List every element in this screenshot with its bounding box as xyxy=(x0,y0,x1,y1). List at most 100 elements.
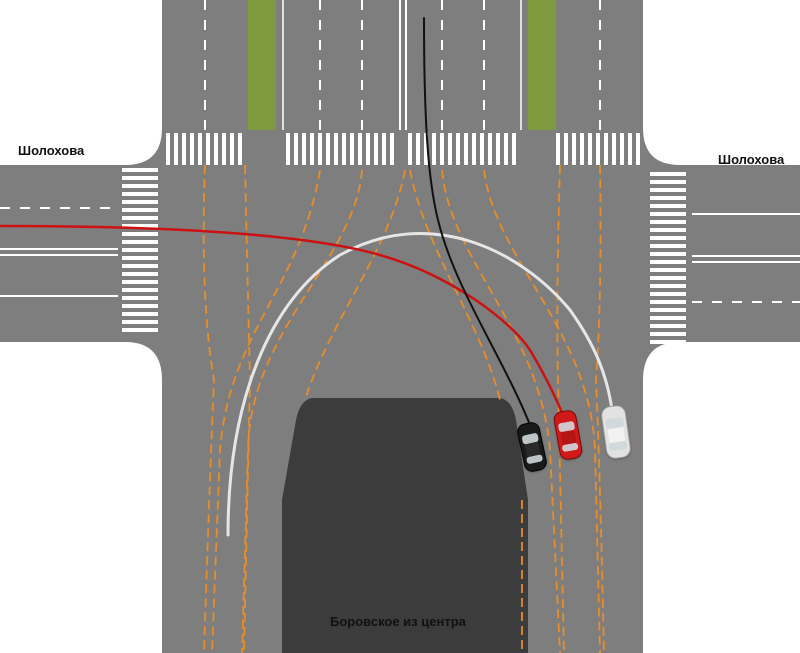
crosswalk-stripe xyxy=(512,133,516,165)
dark-approach-zone xyxy=(282,398,528,653)
crosswalk-stripe xyxy=(650,292,686,296)
crosswalk-stripe xyxy=(650,276,686,280)
crosswalk-stripe xyxy=(390,133,394,165)
street-label-right: Шолохова xyxy=(718,152,785,167)
crosswalk-stripe xyxy=(496,133,500,165)
crosswalk-stripe xyxy=(350,133,354,165)
crosswalk-stripe xyxy=(612,133,616,165)
crosswalk-stripe xyxy=(238,133,242,165)
crosswalk-stripe xyxy=(650,300,686,304)
crosswalk-stripe xyxy=(294,133,298,165)
crosswalk-stripe xyxy=(214,133,218,165)
crosswalk-stripe xyxy=(190,133,194,165)
crosswalk-stripe xyxy=(596,133,600,165)
crosswalk-stripe xyxy=(650,324,686,328)
crosswalk-stripe xyxy=(122,264,158,268)
crosswalk-stripe xyxy=(166,133,170,165)
crosswalk-stripe xyxy=(122,184,158,188)
crosswalk-east xyxy=(650,172,686,344)
crosswalk-stripe xyxy=(122,248,158,252)
crosswalk-stripe xyxy=(122,240,158,244)
crosswalk-stripe xyxy=(122,208,158,212)
crosswalk-stripe xyxy=(198,133,202,165)
crosswalk-stripe xyxy=(122,328,158,332)
crosswalk-stripe xyxy=(358,133,362,165)
crosswalk-stripe xyxy=(366,133,370,165)
approach-label: Боровское из центра xyxy=(330,614,466,629)
crosswalk-north xyxy=(166,133,640,165)
black-car xyxy=(517,422,547,473)
crosswalk-stripe xyxy=(650,284,686,288)
red-car xyxy=(553,410,583,461)
crosswalk-stripe xyxy=(206,133,210,165)
crosswalk-stripe xyxy=(650,196,686,200)
crosswalk-stripe xyxy=(564,133,568,165)
crosswalk-stripe xyxy=(326,133,330,165)
crosswalk-stripe xyxy=(628,133,632,165)
crosswalk-stripe xyxy=(650,244,686,248)
crosswalk-stripe xyxy=(650,172,686,176)
crosswalk-stripe xyxy=(416,133,420,165)
crosswalk-stripe xyxy=(122,272,158,276)
crosswalk-stripe xyxy=(604,133,608,165)
crosswalk-stripe xyxy=(122,304,158,308)
path-white xyxy=(226,232,614,537)
crosswalk-stripe xyxy=(318,133,322,165)
crosswalk-stripe xyxy=(588,133,592,165)
street-label-left: Шолохова xyxy=(18,143,85,158)
crosswalk-stripe xyxy=(286,133,290,165)
crosswalk-stripe xyxy=(650,340,686,344)
crosswalk-stripe xyxy=(650,260,686,264)
crosswalk-stripe xyxy=(650,204,686,208)
crosswalk-stripe xyxy=(650,316,686,320)
crosswalk-stripe xyxy=(122,168,158,172)
crosswalk-stripe xyxy=(650,268,686,272)
crosswalk-stripe xyxy=(480,133,484,165)
crosswalk-stripe xyxy=(440,133,444,165)
crosswalk-stripe xyxy=(636,133,640,165)
crosswalk-stripe xyxy=(310,133,314,165)
crosswalk-stripe xyxy=(302,133,306,165)
crosswalk-stripe xyxy=(122,320,158,324)
crosswalk-stripe xyxy=(122,192,158,196)
crosswalk-stripe xyxy=(650,332,686,336)
median-left xyxy=(248,0,276,130)
crosswalk-stripe xyxy=(650,212,686,216)
crosswalk-stripe xyxy=(472,133,476,165)
crosswalk-stripe xyxy=(448,133,452,165)
crosswalk-stripe xyxy=(122,288,158,292)
crosswalk-stripe xyxy=(580,133,584,165)
crosswalk-stripe xyxy=(122,256,158,260)
crosswalk-west xyxy=(122,168,158,332)
crosswalk-stripe xyxy=(464,133,468,165)
crosswalk-stripe xyxy=(122,216,158,220)
median-right xyxy=(528,0,556,130)
crosswalk-stripe xyxy=(556,133,560,165)
crosswalk-stripe xyxy=(342,133,346,165)
crosswalk-stripe xyxy=(174,133,178,165)
crosswalk-stripe xyxy=(122,280,158,284)
crosswalk-stripe xyxy=(222,133,226,165)
crosswalk-stripe xyxy=(650,228,686,232)
crosswalk-stripe xyxy=(650,252,686,256)
crosswalk-stripe xyxy=(122,232,158,236)
crosswalk-stripe xyxy=(620,133,624,165)
crosswalk-stripe xyxy=(122,200,158,204)
crosswalk-stripe xyxy=(432,133,436,165)
crosswalk-stripe xyxy=(122,296,158,300)
crosswalk-stripe xyxy=(334,133,338,165)
white-car xyxy=(601,405,631,460)
crosswalk-stripe xyxy=(408,133,412,165)
crosswalk-stripe xyxy=(122,312,158,316)
crosswalk-stripe xyxy=(456,133,460,165)
crosswalk-stripe xyxy=(650,188,686,192)
crosswalk-stripe xyxy=(650,308,686,312)
vehicle-paths xyxy=(0,17,614,537)
path-red xyxy=(0,224,567,422)
crosswalk-stripe xyxy=(650,180,686,184)
crosswalk-stripe xyxy=(488,133,492,165)
crosswalk-stripe xyxy=(374,133,378,165)
crosswalk-stripe xyxy=(182,133,186,165)
